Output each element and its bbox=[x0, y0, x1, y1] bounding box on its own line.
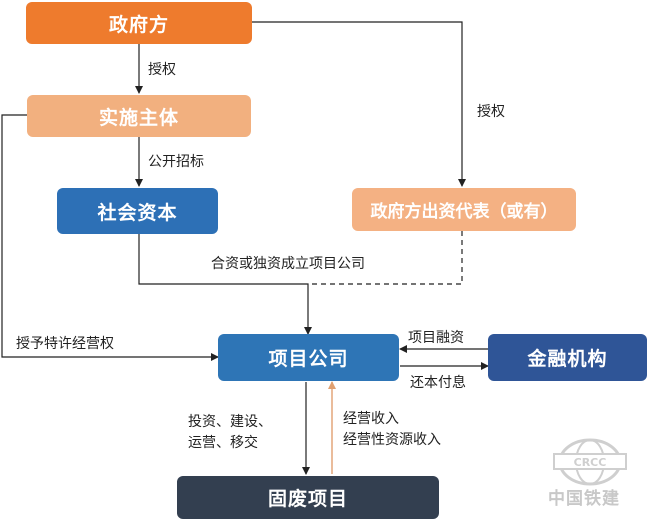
label-income-2: 经营性资源收入 bbox=[343, 432, 441, 448]
govrep-box: 政府方出资代表（或有） bbox=[352, 188, 576, 231]
label-income-1: 经营收入 bbox=[343, 411, 399, 427]
arrow-social-to-project bbox=[138, 234, 312, 335]
finance-box: 金融机构 bbox=[488, 334, 647, 381]
label-auth-impl: 授权 bbox=[148, 62, 176, 78]
gov-box: 政府方 bbox=[26, 2, 252, 44]
label-public-bid: 公开招标 bbox=[148, 154, 204, 170]
arrow-impl-to-project bbox=[1, 114, 219, 361]
label-invest-1: 投资、建设、 bbox=[188, 414, 272, 430]
label-invest-2: 运营、移交 bbox=[188, 435, 258, 451]
social-box: 社会资本 bbox=[57, 188, 218, 234]
arrow-gov-to-govrep bbox=[252, 21, 466, 187]
project-box: 项目公司 bbox=[218, 334, 399, 381]
label-repay: 还本付息 bbox=[410, 375, 466, 391]
arrow-govrep-to-project bbox=[308, 231, 463, 285]
waste-box: 固废项目 bbox=[177, 476, 439, 519]
impl-box: 实施主体 bbox=[27, 95, 251, 137]
label-franchise: 授予特许经营权 bbox=[16, 336, 114, 352]
label-auth-govrep: 授权 bbox=[477, 104, 505, 120]
label-financing: 项目融资 bbox=[408, 330, 464, 346]
watermark-text: 中国铁建 bbox=[548, 489, 620, 509]
svg-text:CRCC: CRCC bbox=[574, 456, 607, 469]
label-establish-company: 合资或独资成立项目公司 bbox=[211, 256, 365, 272]
crcc-logo-watermark: CRCC bbox=[553, 438, 627, 486]
